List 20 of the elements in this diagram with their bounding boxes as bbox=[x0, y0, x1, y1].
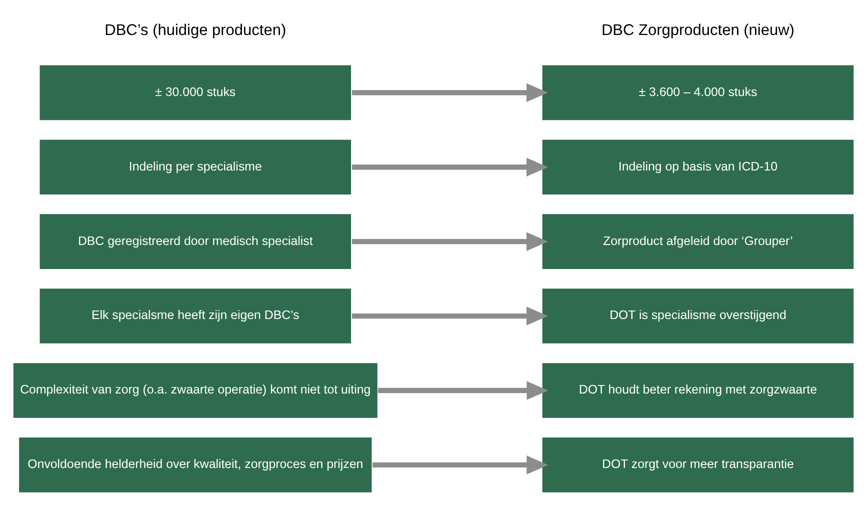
node-box: DOT zorgt voor meer transparantie bbox=[541, 436, 855, 494]
node-box: DBC geregistreerd door medisch specialist bbox=[38, 213, 352, 270]
arrow bbox=[372, 456, 548, 474]
node-box: Indeling per specialisme bbox=[38, 138, 352, 196]
arrow bbox=[352, 232, 548, 251]
label: DBC’s (huidige producten) bbox=[104, 22, 286, 39]
node-box: ± 30.000 stuks bbox=[38, 64, 352, 122]
node-box: Zorproduct afgeleid door ‘Grouper’ bbox=[541, 213, 855, 270]
node-box: Complexiteit van zorg (o.a. zwaarte operatie) komt niet tot uiting bbox=[12, 362, 378, 419]
arrow bbox=[352, 158, 548, 176]
arrow bbox=[352, 306, 548, 326]
node-box: ± 3.600 – 4.000 stuks bbox=[541, 64, 855, 122]
node-box: DOT houdt beter rekening met zorgzwaarte bbox=[541, 362, 855, 419]
node-box: DOT is specialisme overstijgend bbox=[541, 288, 855, 344]
node-box: Indeling op basis van ICD-10 bbox=[541, 138, 855, 196]
node-box: Elk specialsme heeft zijn eigen DBC’s bbox=[38, 288, 352, 344]
node-box: Onvoldoende helderheid over kwaliteit, zorgproces en prijzen bbox=[18, 436, 373, 494]
arrow bbox=[378, 381, 548, 400]
arrow bbox=[352, 83, 548, 102]
label: DBC Zorgproducten (nieuw) bbox=[601, 22, 794, 39]
